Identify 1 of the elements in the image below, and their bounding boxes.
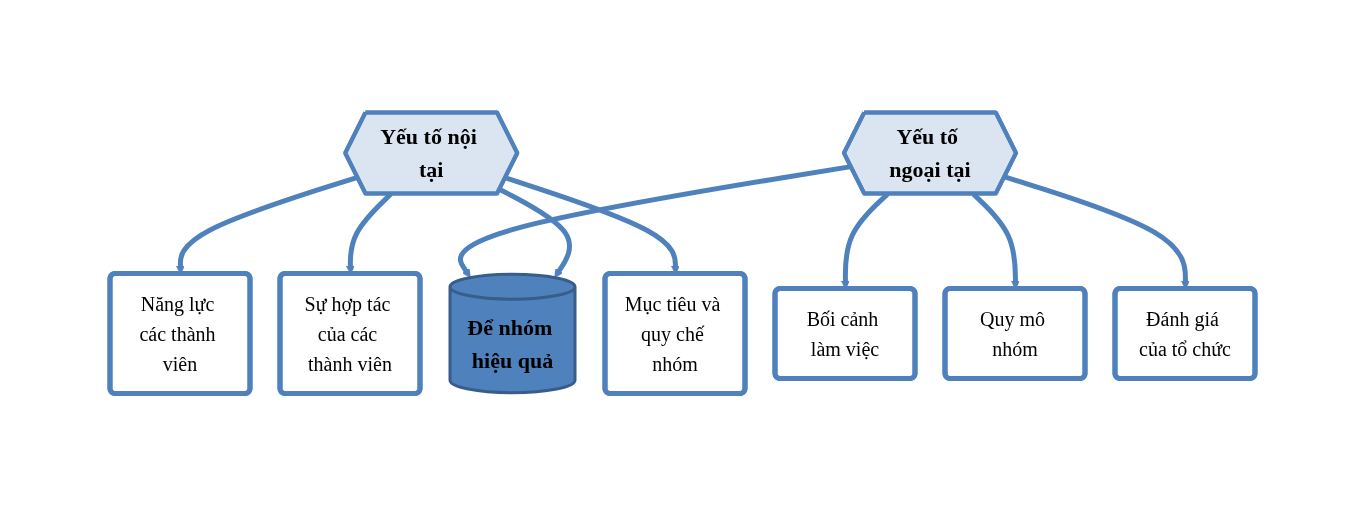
arrow	[498, 187, 572, 278]
